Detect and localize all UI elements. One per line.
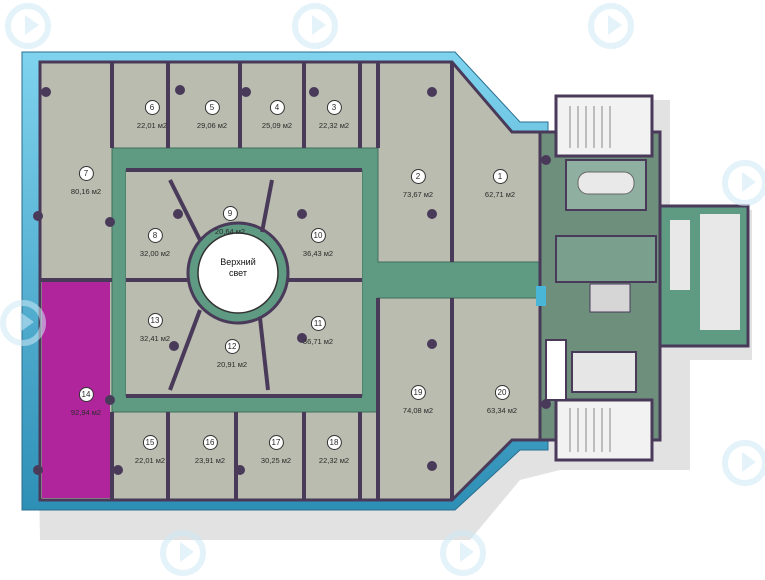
room-7-label[interactable]: 7 80,16 м2 [71,163,101,196]
skylight [197,232,279,314]
room-area: 20,91 м2 [216,360,248,369]
watermark-logo-icon [722,440,765,486]
interior-walls [40,62,454,500]
room-number: 19 [410,385,426,400]
watermark-logo-icon [588,3,634,49]
room-5-label[interactable]: 5 29,06 м2 [197,97,227,130]
room-2-label[interactable]: 2 73,67 м2 [403,166,433,199]
room-area: 80,16 м2 [70,187,102,196]
skylight-label: Верхний свет [220,257,256,278]
room-number: 16 [202,435,218,450]
room-16-label[interactable]: 16 23,91 м2 [195,432,225,465]
watermark-logo-icon [292,3,338,49]
room-3-label[interactable]: 3 22,32 м2 [319,97,349,130]
room-14-label[interactable]: 14 92,94 м2 [71,384,101,417]
room-area: 36,43 м2 [302,249,334,258]
room-number: 1 [492,169,508,184]
room-11-label[interactable]: 11 36,71 м2 [303,313,333,346]
room-number: 13 [147,313,163,328]
room-number: 9 [222,206,238,221]
room-1-label[interactable]: 1 62,71 м2 [485,166,515,199]
room-number: 17 [268,435,284,450]
room-number: 4 [269,100,285,115]
room-area: 29,06 м2 [196,121,228,130]
room-4-label[interactable]: 4 25,09 м2 [262,97,292,130]
room-number: 11 [310,316,326,331]
room-number: 15 [142,435,158,450]
room-15-label[interactable]: 15 22,01 м2 [135,432,165,465]
watermark-logo-icon [0,300,46,346]
watermark-logo-icon [5,3,51,49]
room-number: 7 [78,166,94,181]
room-area: 32,00 м2 [139,249,171,258]
stair-hatch [569,106,611,452]
service-core [536,94,750,462]
room-area: 30,25 м2 [260,456,292,465]
room-19-label[interactable]: 19 74,08 м2 [403,382,433,415]
room-18-label[interactable]: 18 22,32 м2 [319,432,349,465]
room-number: 14 [78,387,94,402]
room-number: 18 [326,435,342,450]
room-12-label[interactable]: 12 20,91 м2 [217,336,247,369]
room-6-label[interactable]: 6 22,01 м2 [137,97,167,130]
room-area: 25,09 м2 [261,121,293,130]
watermark-logo-icon [440,530,486,576]
room-area: 63,34 м2 [486,406,518,415]
room-10-label[interactable]: 10 36,43 м2 [303,225,333,258]
room-area: 32,41 м2 [139,334,171,343]
room-area: 22,32 м2 [318,121,350,130]
room-number: 2 [410,169,426,184]
room-17-label[interactable]: 17 30,25 м2 [261,432,291,465]
room-area: 20,64 м2 [214,227,246,236]
room-13-label[interactable]: 13 32,41 м2 [140,310,170,343]
room-number: 6 [144,100,160,115]
columns [33,85,551,475]
room-area: 74,08 м2 [402,406,434,415]
watermark-logo-icon [722,160,765,206]
room-number: 8 [147,228,163,243]
room-area: 22,32 м2 [318,456,350,465]
room-area: 92,94 м2 [70,408,102,417]
room-8-label[interactable]: 8 32,00 м2 [140,225,170,258]
watermark-logo-icon [160,530,206,576]
room-area: 62,71 м2 [484,190,516,199]
room-number: 3 [326,100,342,115]
room-number: 12 [224,339,240,354]
room-number: 20 [494,385,510,400]
room-area: 22,01 м2 [134,456,166,465]
room-area: 36,71 м2 [302,337,334,346]
room-area: 73,67 м2 [402,190,434,199]
room-20-label[interactable]: 20 63,34 м2 [487,382,517,415]
room-area: 22,01 м2 [136,121,168,130]
room-number: 5 [204,100,220,115]
room-area: 23,91 м2 [194,456,226,465]
room-number: 10 [310,228,326,243]
room-9-label[interactable]: 9 20,64 м2 [215,203,245,236]
room-14-highlight [42,282,110,498]
